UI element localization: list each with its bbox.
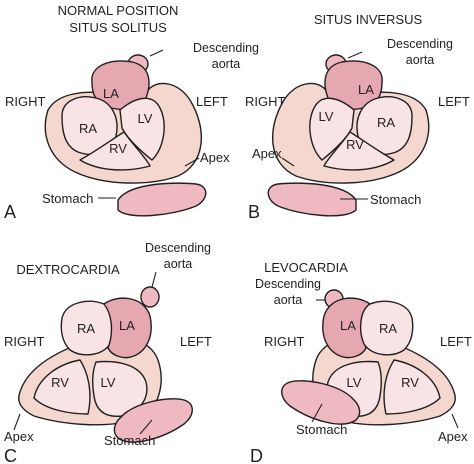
panel-b: SITUS INVERSUS Descending aorta RIGHT LE… xyxy=(245,12,470,222)
panel-b-left-label: LEFT xyxy=(438,94,470,109)
panel-a-stomach-label: Stomach xyxy=(42,191,93,206)
panel-c-left-label: LEFT xyxy=(180,334,212,349)
panel-c-aorta-leader xyxy=(151,271,157,288)
panel-a-stomach xyxy=(117,182,207,217)
panel-d-chamber-lv: LV xyxy=(347,375,362,390)
panel-b-chamber-rv: RV xyxy=(346,137,364,152)
panel-a-aorta-label-line-1: Descending xyxy=(193,41,259,55)
panel-b-chamber-lv: LV xyxy=(319,109,334,124)
panel-a-aorta-label-line-2: aorta xyxy=(212,57,241,71)
panel-d-stomach-label: Stomach xyxy=(296,422,347,437)
panel-b-stomach-label: Stomach xyxy=(370,192,421,207)
panel-c-chamber-la: LA xyxy=(119,318,135,333)
panel-a-title-line-1: NORMAL POSITION xyxy=(58,3,179,18)
panel-a-heart: LA RA LV RV xyxy=(44,60,203,184)
panel-a-left-label: LEFT xyxy=(196,94,228,109)
panel-d-stomach-leader xyxy=(311,403,323,423)
panel-b-apex-label: Apex xyxy=(252,146,282,161)
panel-c-left-atrium xyxy=(103,297,152,359)
panel-a-letter: A xyxy=(4,202,16,222)
panel-a-right-ventricle xyxy=(79,131,151,171)
panel-b-chamber-la: LA xyxy=(358,82,374,97)
panel-d-apex-leader xyxy=(451,413,459,429)
panel-c-aorta-label-line-1: Descending xyxy=(145,241,211,255)
panel-d-right-atrium xyxy=(359,300,414,356)
panel-c-descending-aorta xyxy=(140,286,160,308)
panel-b-right-ventricle xyxy=(323,131,395,171)
panel-c-right-ventricle xyxy=(33,359,91,415)
panel-b-chamber-ra: RA xyxy=(377,115,395,130)
panel-c-heart: RA LA RV LV xyxy=(18,297,162,426)
panel-a-right-label: RIGHT xyxy=(5,94,46,109)
panel-c-apex-leader xyxy=(13,413,21,431)
panel-b-apex-leader xyxy=(281,157,295,167)
panel-d-aorta-label-line-2: aorta xyxy=(274,293,303,307)
panel-a-chamber-la: LA xyxy=(103,86,119,101)
panel-c-chamber-ra: RA xyxy=(77,321,95,336)
panel-a-apex-label: Apex xyxy=(200,150,230,165)
panel-d: LEVOCARDIA Descending aorta RIGHT LEFT L… xyxy=(250,260,472,464)
panel-c-aorta-label-line-2: aorta xyxy=(164,257,193,271)
panel-b-letter: B xyxy=(248,202,260,222)
panel-d-chamber-ra: RA xyxy=(379,321,397,336)
panel-c-stomach-leader xyxy=(139,419,153,435)
panel-d-left-label: LEFT xyxy=(440,334,472,349)
panel-d-right-ventricle xyxy=(383,359,441,415)
panel-a-chamber-ra: RA xyxy=(79,121,97,136)
panel-a-title-line-2: SITUS SOLITUS xyxy=(69,20,167,35)
panel-c-title: DEXTROCARDIA xyxy=(16,262,120,277)
panel-a-right-atrium xyxy=(61,96,118,155)
panel-b-aorta-leader xyxy=(347,51,363,59)
panel-a-aorta-leader xyxy=(149,49,164,57)
panel-d-apex-label: Apex xyxy=(438,429,468,444)
panel-b-aorta-label-line-1: Descending xyxy=(387,37,453,51)
panel-c-letter: C xyxy=(4,446,17,464)
panel-c-stomach xyxy=(113,398,193,443)
panel-c-right-label: RIGHT xyxy=(4,334,45,349)
panel-c: DEXTROCARDIA Descending aorta RIGHT LEFT… xyxy=(4,241,212,464)
panel-a-chamber-lv: LV xyxy=(138,111,153,126)
panel-d-stomach xyxy=(281,380,361,425)
panel-a: NORMAL POSITION SITUS SOLITUS Descending… xyxy=(4,3,259,222)
panel-b-title: SITUS INVERSUS xyxy=(314,12,423,27)
panel-b-heart: LA RA LV RV xyxy=(271,60,430,184)
panel-d-letter: D xyxy=(250,446,263,464)
panel-b-stomach xyxy=(267,182,357,217)
panel-a-apex-leader xyxy=(184,157,200,167)
panel-d-aorta-label-line-1: Descending xyxy=(255,277,321,291)
panel-b-right-atrium xyxy=(356,96,413,155)
panel-c-chamber-lv: LV xyxy=(101,375,116,390)
panel-c-apex-label: Apex xyxy=(4,429,34,444)
panel-d-right-label: RIGHT xyxy=(264,334,305,349)
panel-a-chamber-rv: RV xyxy=(109,141,127,156)
panel-d-title: LEVOCARDIA xyxy=(264,260,348,275)
panel-c-stomach-label: Stomach xyxy=(104,433,155,448)
panel-b-aorta-label-line-2: aorta xyxy=(406,53,435,67)
panel-c-chamber-rv: RV xyxy=(51,375,69,390)
panel-d-chamber-la: LA xyxy=(340,318,356,333)
panel-b-right-label: RIGHT xyxy=(245,94,286,109)
panel-d-chamber-rv: RV xyxy=(401,375,419,390)
